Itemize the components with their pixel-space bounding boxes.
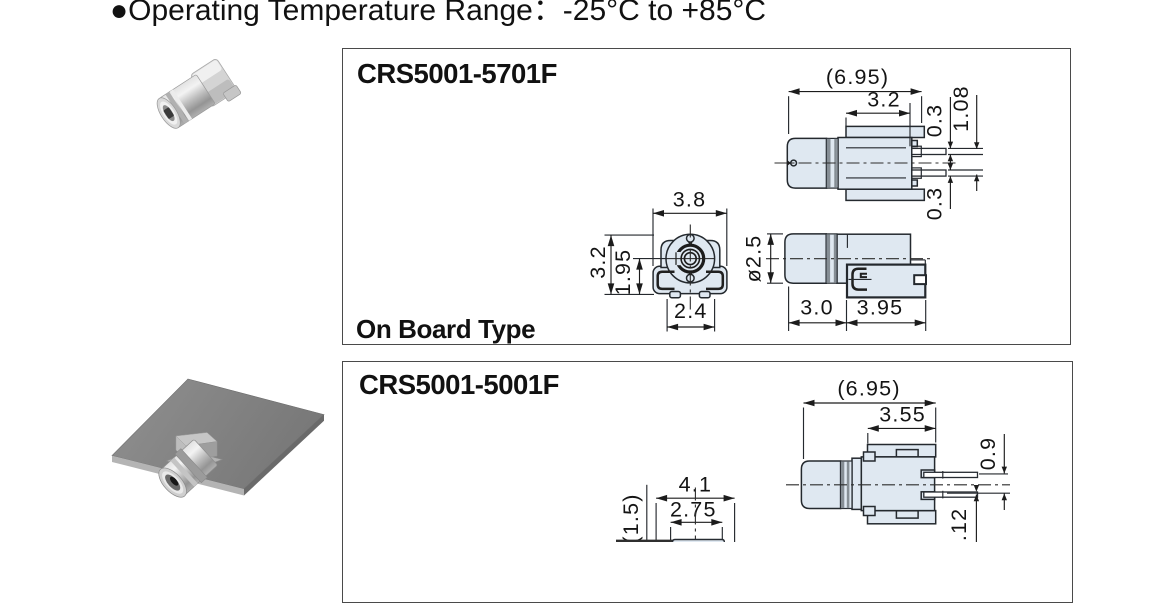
- svg-text:(6.95): (6.95): [837, 377, 900, 401]
- svg-text:3.0: 3.0: [800, 296, 834, 320]
- svg-text:1.08: 1.08: [949, 85, 973, 132]
- svg-text:3.2: 3.2: [867, 88, 901, 112]
- svg-text:(6.95): (6.95): [826, 65, 889, 89]
- svg-text:1.12: 1.12: [947, 508, 971, 542]
- svg-text:3.95: 3.95: [857, 296, 904, 320]
- svg-text:2.4: 2.4: [674, 299, 708, 323]
- svg-text:3.8: 3.8: [673, 188, 707, 212]
- svg-text:0.9: 0.9: [976, 437, 1000, 471]
- svg-text:4.1: 4.1: [679, 473, 713, 497]
- svg-text:0.3: 0.3: [923, 187, 947, 221]
- svg-text:2.75: 2.75: [670, 498, 717, 522]
- svg-text:0.3: 0.3: [923, 104, 947, 138]
- svg-text:3.2: 3.2: [586, 245, 610, 279]
- svg-text:ø2.5: ø2.5: [742, 235, 766, 283]
- svg-text:(1.5): (1.5): [619, 493, 643, 542]
- svg-text:1.95: 1.95: [611, 249, 635, 296]
- svg-text:3.55: 3.55: [879, 403, 926, 427]
